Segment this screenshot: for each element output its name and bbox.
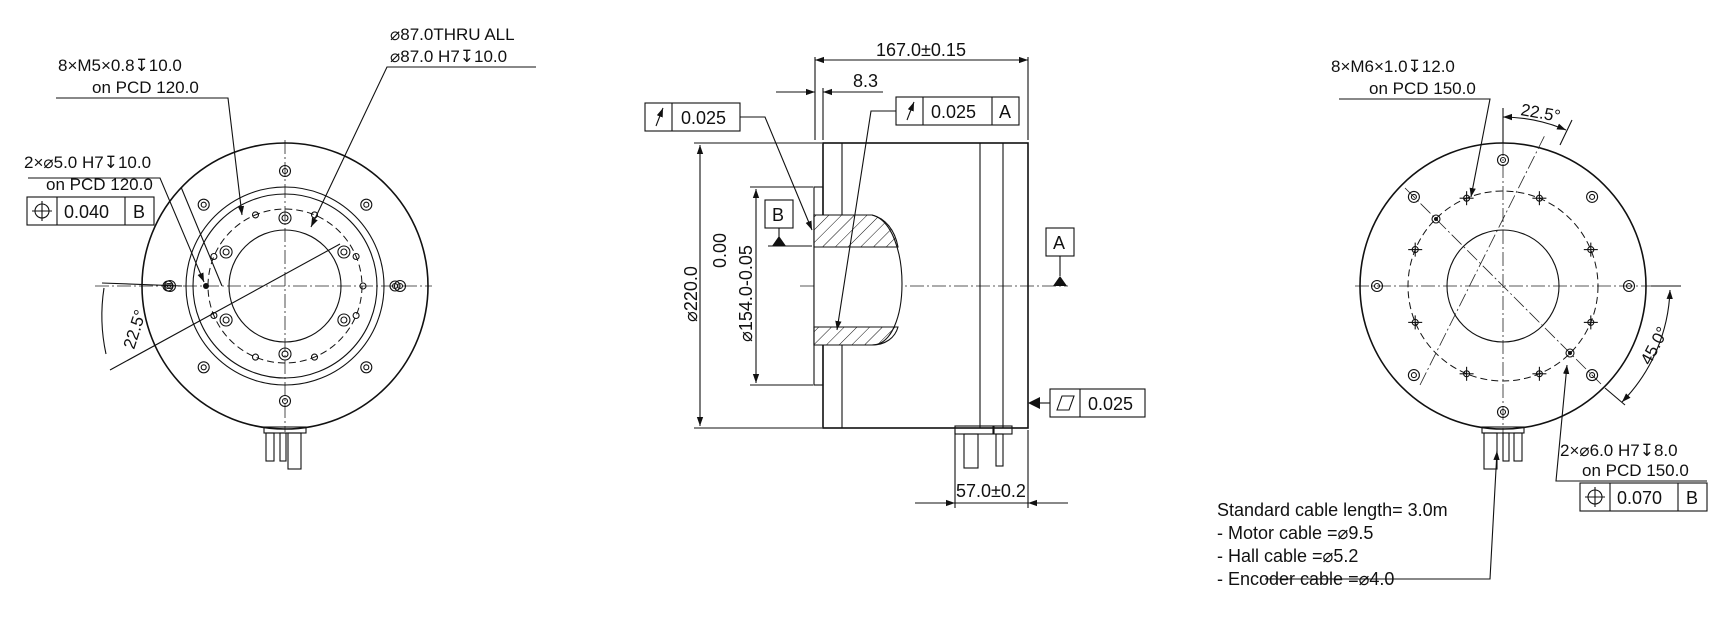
right-view: 8×M6×1.0↧12.0 on PCD 150.0 22.5° 45.0° 2… [1217,57,1708,589]
mount-hole-core [200,201,207,208]
threaded-hole [310,353,319,361]
runout-frame-right: 0.025 A [835,96,1020,331]
right-angle-side: 45.0° [1637,324,1673,368]
threaded-hole [251,211,260,219]
mount-hole-core [1499,156,1507,164]
mount-hole-core [1410,372,1417,379]
cable-note-line: - Hall cable =⌀5.2 [1217,546,1358,566]
cable-note-line: Standard cable length= 3.0m [1217,500,1448,520]
pilot-diameter-upper-tol: 0.00 [710,233,730,268]
counterbore-hole [278,347,292,361]
threaded-hole [352,252,360,261]
left-pins-callout-line2: on PCD 120.0 [46,175,153,194]
counterbore-hole [278,211,292,225]
left-position-datum: B [133,202,145,222]
position-icon [32,201,52,221]
mount-hole-core [281,167,289,175]
left-position-tolerance-frame: 0.040 B [26,196,155,226]
runout-icon [906,101,915,121]
mount-hole [1496,405,1510,419]
right-holes-callout-line2: on PCD 150.0 [1369,79,1476,98]
mount-hole-core [1625,282,1633,290]
left-position-tolerance: 0.040 [64,202,109,222]
pilot-diameter-dim: ⌀154.0-0.05 [736,245,756,342]
mount-hole [1407,190,1420,203]
mount-hole-core [1589,193,1596,200]
middle-view: 167.0±0.15 8.3 0.025 0.025 A B [644,40,1146,508]
cable-note-line: - Motor cable =⌀9.5 [1217,523,1373,543]
mount-hole [360,198,373,211]
datum-a-marker: A [1045,227,1075,286]
flatness-icon [1056,395,1075,411]
cable-note-line: - Encoder cable =⌀4.0 [1217,569,1394,589]
counterbore-core [340,316,348,324]
mount-hole [360,361,373,374]
mount-hole-core [363,364,370,371]
flatness-tolerance: 0.025 [1088,394,1133,414]
threaded-hole [251,353,260,361]
counterbore-hole [337,245,351,259]
counterbore-hole [219,313,233,327]
mount-hole [1407,369,1420,382]
counterbore-core [281,350,289,358]
right-pins-callout-line2: on PCD 150.0 [1582,461,1689,480]
runout-frame-left: 0.025 [644,102,813,231]
overall-length-dim: 167.0±0.15 [876,40,966,60]
counterbore-hole [219,245,233,259]
datum-b-marker: B [764,199,812,247]
datum-a-label: A [1053,233,1065,253]
counterbore-core [222,316,230,324]
right-position-tolerance: 0.070 [1617,488,1662,508]
mount-hole [197,361,210,374]
left-angle-label: 22.5° [120,307,150,351]
right-position-tolerance-frame: 0.070 B [1579,482,1708,512]
left-bore-callout-line2: ⌀87.0 H7↧10.0 [390,47,507,66]
cable-notes: Standard cable length= 3.0m - Motor cabl… [1217,500,1448,589]
mount-hole [1370,279,1384,293]
mount-hole [197,198,210,211]
counterbore-core [222,248,230,256]
mount-hole [1586,369,1599,382]
counterbore-hole [337,313,351,327]
mount-hole-core [1499,408,1507,416]
left-holes-callout-line2: on PCD 120.0 [92,78,199,97]
mount-hole [1496,153,1510,167]
runout-icon [655,107,664,127]
step-length-dim: 8.3 [853,71,878,91]
outer-diameter-dim: ⌀220.0 [681,266,701,322]
left-view: 8×M5×0.8↧10.0 on PCD 120.0 ⌀87.0THRU ALL… [24,25,536,470]
right-pins-callout-line1: 2×⌀6.0 H7↧8.0 [1560,441,1678,460]
flatness-frame: 0.025 [1028,388,1146,418]
runout-right-tolerance: 0.025 [931,102,976,122]
mount-hole [278,164,292,178]
right-position-datum: B [1686,488,1698,508]
mount-hole [1586,190,1599,203]
left-pins-callout-line1: 2×⌀5.0 H7↧10.0 [24,153,151,172]
counterbore-core [281,214,289,222]
mount-hole-core [1589,372,1596,379]
mount-hole-core [1410,193,1417,200]
runout-right-datum: A [999,102,1011,122]
datum-b-label: B [772,205,784,225]
cable-offset-dim: 57.0±0.2 [956,481,1026,501]
threaded-hole [352,311,360,320]
left-holes-callout-line1: 8×M5×0.8↧10.0 [58,56,182,75]
left-bore-callout-line1: ⌀87.0THRU ALL [390,25,515,44]
position-icon [1585,487,1605,507]
threaded-hole [210,252,218,261]
mount-hole [393,279,407,293]
mount-hole [278,394,292,408]
mount-hole-core [281,397,289,405]
right-angle-top: 22.5° [1519,100,1562,126]
mount-hole-core [1373,282,1381,290]
counterbore-core [340,248,348,256]
right-holes-callout-line1: 8×M6×1.0↧12.0 [1331,57,1455,76]
mount-hole-core [363,201,370,208]
mount-hole-core [200,364,207,371]
runout-left-tolerance: 0.025 [681,108,726,128]
